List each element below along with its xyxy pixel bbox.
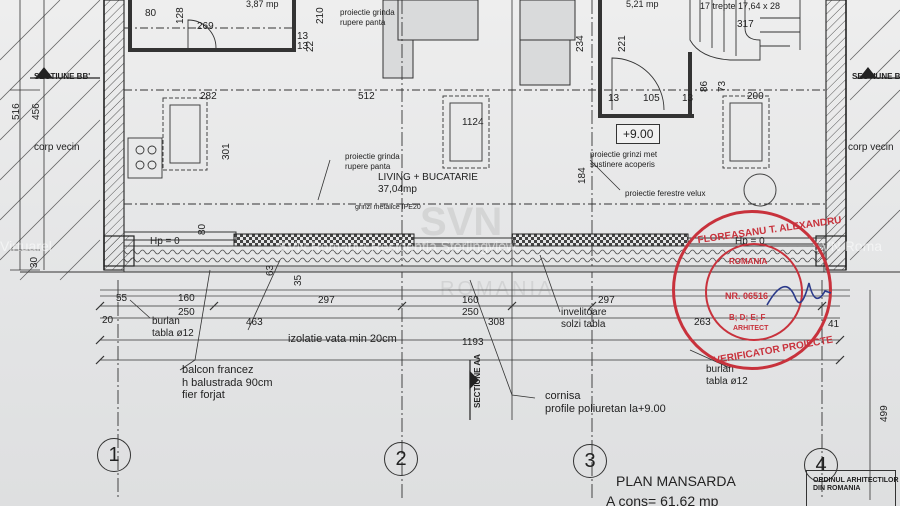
dim: 105	[643, 93, 660, 104]
door-swing-right	[611, 57, 665, 111]
dim: 463	[246, 317, 263, 328]
note-grinda-mid: proiectie grinda rupere panta	[345, 152, 400, 172]
dim: 1124	[462, 117, 484, 128]
living-area: 37,04mp	[378, 184, 417, 195]
note-izolatie: izolatie vata min 20cm	[288, 333, 397, 345]
dim: 20	[102, 315, 114, 326]
note-velux: proiectie ferestre velux	[625, 189, 706, 198]
dim: 128	[175, 7, 186, 24]
dim: 250	[178, 307, 195, 318]
note-burlan-left: burlan tabla ø12	[152, 316, 194, 339]
dim: 1193	[462, 337, 484, 348]
dim: 13	[297, 41, 309, 52]
dim: 184	[577, 167, 588, 184]
sheet-title: PLAN MANSARDA	[616, 473, 736, 489]
watermark-logo: SVN	[420, 200, 503, 244]
kitchen-hob	[127, 137, 163, 179]
dim: 22	[305, 40, 316, 52]
stairs	[689, 0, 801, 61]
dim: 13	[682, 93, 694, 104]
wall-left	[103, 0, 125, 271]
dim: 234	[575, 35, 586, 52]
sheet-area: A cons= 61,62 mp	[606, 493, 719, 506]
dim: 200	[747, 91, 764, 102]
axis-2: 2	[384, 442, 418, 476]
dim: 160	[462, 295, 479, 306]
note-burlan-right: burlan tabla ø12	[706, 364, 748, 387]
beam-projections	[124, 27, 826, 205]
axis-1: 1	[97, 438, 131, 472]
watermark-left: Virtuarel	[0, 238, 52, 254]
note-grinda-top: proiectie grinda rupere panta	[340, 8, 395, 27]
stamp-country: ROMANIA	[729, 257, 768, 266]
corp-vecin-right: corp vecin	[848, 142, 894, 153]
dim: 297	[318, 295, 335, 306]
stamp-number: NR. 06516	[725, 291, 769, 301]
dim: 13	[297, 31, 309, 42]
watermark-country: ROMANIA	[440, 278, 555, 300]
section-bb-right: SECTIUNE BB'	[852, 72, 900, 81]
stamp-role: ARHITECT	[733, 325, 769, 332]
living-label: LIVING + BUCATARIE	[378, 172, 478, 183]
note-grinzi-met: proiectie grinzi met sustinere acoperis	[590, 150, 658, 169]
dim: 41	[828, 319, 840, 330]
dim: 73	[717, 80, 728, 92]
dim: 269	[197, 21, 214, 32]
door-swing-left	[187, 19, 217, 49]
section-markers	[30, 67, 900, 420]
axis-4: 4	[804, 448, 838, 482]
watermark-center: SVN Romania Residentia Sterlingview	[278, 238, 517, 254]
velux-windows	[162, 95, 770, 171]
dim: 499	[879, 405, 890, 422]
dim: 456	[31, 103, 42, 120]
stamp-grades: B; D; E; F	[729, 313, 766, 322]
note-cornisa: cornisa profile poliuretan la+9.00	[545, 390, 666, 416]
dim: 317	[737, 19, 754, 30]
note-balcon: balcon francez h balustrada 90cm fier fo…	[182, 364, 273, 402]
dim: 250	[462, 307, 479, 318]
dim: 80	[145, 8, 157, 19]
dim: 55	[116, 293, 128, 304]
dim: 210	[315, 7, 326, 24]
note-grinzi-metalice: grinzi metalice IPE20	[355, 204, 421, 211]
hp-left: Hp = 0	[150, 236, 180, 247]
level-marker: +9.00	[616, 124, 661, 144]
oar-seal-text: ORDINUL ARHITECTILOR DIN ROMANIA	[813, 477, 899, 493]
dim: 512	[358, 91, 375, 102]
dim: 221	[617, 35, 628, 52]
note-invelitoare: invelitoare solzi tabla	[561, 307, 607, 330]
sofa	[382, 0, 576, 86]
room-top-left-area: 3,87 mp	[246, 0, 279, 9]
dim: 516	[11, 103, 22, 120]
stairs-label: 17 trepte 17,64 x 28	[700, 1, 781, 11]
neighbor-hatch-left	[0, 0, 101, 281]
dim: 86	[699, 80, 710, 92]
dim: 13	[608, 93, 620, 104]
dim: 160	[178, 293, 195, 304]
axis-3: 3	[573, 444, 607, 478]
dim: 63	[265, 264, 276, 276]
dim: 30	[29, 256, 40, 268]
dim: 282	[200, 91, 217, 102]
dim: 35	[293, 274, 304, 286]
section-bb-left: SECTIUNE BB'	[34, 72, 91, 81]
neighbor-hatch-right	[849, 9, 900, 261]
architect-stamp: FLOREASANU T. ALEXANDRU ROMANIA NR. 0651…	[672, 210, 842, 370]
section-aa: SECTIUNE AA	[473, 354, 482, 408]
dim: 297	[598, 295, 615, 306]
watermark-right: SVN Roma	[812, 238, 883, 254]
dim: 308	[488, 317, 505, 328]
oar-seal: ORDINUL ARHITECTILOR DIN ROMANIA	[806, 470, 899, 506]
corp-vecin-left: corp vecin	[34, 142, 80, 153]
dim: 80	[197, 223, 208, 235]
room-top-right-area: 5,21 mp	[626, 0, 659, 9]
signature	[766, 282, 832, 306]
dim: 301	[221, 143, 232, 160]
